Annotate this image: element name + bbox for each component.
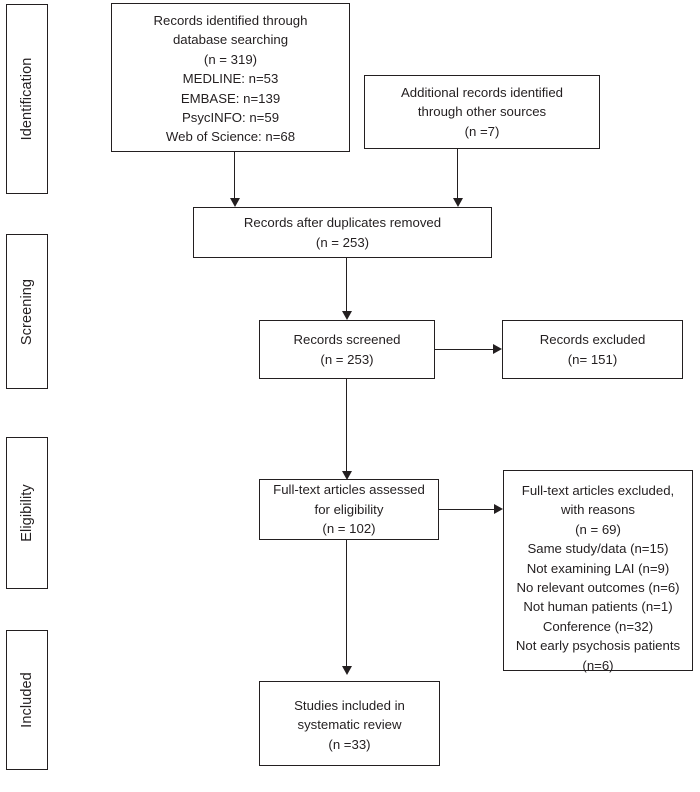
box-records-after-duplicates-removed: Records after duplicates removed (n = 25… [193, 207, 492, 258]
box-line: Full-text articles assessed [273, 482, 425, 498]
arrowhead-fulltext-to-excluded [494, 504, 503, 514]
box-line: PsycINFO: n=59 [181, 110, 280, 126]
box-records-screened: Records screened (n = 253) [259, 320, 435, 379]
box-line: Records after duplicates removed [243, 215, 442, 231]
box-line: Records identified through [153, 13, 308, 28]
box-line: Additional records identified [400, 84, 563, 100]
box-line: (n= 151) [567, 351, 618, 367]
box-studies-included: Studies included in systematic review (n… [259, 681, 440, 766]
stage-label-included: Included [19, 672, 35, 728]
box-line: Not examining LAI (n=9) [526, 560, 670, 576]
connector-duplicates-to-screened [346, 258, 348, 314]
box-line: EMBASE: n=139 [180, 90, 281, 106]
connector-fulltext-to-included [346, 540, 348, 670]
box-line: (n = 253) [320, 351, 374, 367]
arrowhead-screened-to-excluded [493, 344, 502, 354]
box-line: (n = 69) [575, 521, 621, 537]
stage-label-eligibility: Eligibility [19, 484, 35, 542]
box-records-excluded: Records excluded (n= 151) [502, 320, 683, 379]
arrowhead-screened-to-fulltext [341, 471, 352, 480]
box-line: Records screened [293, 332, 401, 348]
box-line: Full-text articles excluded, [521, 483, 675, 498]
box-line: Web of Science: n=68 [165, 129, 296, 145]
connector-database-to-duplicates [234, 152, 236, 200]
arrowhead-other-to-duplicates [452, 198, 463, 207]
box-line: through other sources [417, 104, 547, 120]
box-line: Studies included in [294, 698, 405, 713]
box-line: database searching [172, 32, 289, 48]
box-line: Same study/data (n=15) [527, 541, 669, 557]
connector-other-to-duplicates [457, 149, 459, 200]
stage-label-identification: Identification [19, 57, 35, 141]
box-line: MEDLINE: n=53 [182, 71, 279, 87]
box-additional-records-other-sources: Additional records identified through ot… [364, 75, 600, 149]
box-line: No relevant outcomes (n=6) [516, 580, 680, 596]
box-line: Records excluded [539, 332, 646, 348]
stage-box-included: Included [6, 630, 48, 770]
arrowhead-duplicates-to-screened [341, 311, 352, 320]
box-fulltext-articles-assessed: Full-text articles assessed for eligibil… [259, 479, 439, 540]
box-line: (n = 102) [322, 521, 376, 537]
connector-screened-to-fulltext [346, 379, 348, 475]
stage-box-identification: Identification [6, 4, 48, 194]
box-line: (n =7) [464, 123, 500, 139]
box-fulltext-articles-excluded: Full-text articles excluded, with reason… [503, 470, 693, 673]
connector-fulltext-to-excluded [439, 508, 496, 510]
stage-box-screening: Screening [6, 234, 48, 389]
stage-box-eligibility: Eligibility [6, 437, 48, 589]
stage-label-screening: Screening [19, 278, 35, 345]
box-line: Not early psychosis patients [515, 638, 681, 654]
box-line: (n =33) [328, 736, 371, 752]
box-line: Conference (n=32) [542, 618, 654, 634]
arrowhead-fulltext-to-included [341, 666, 352, 675]
box-line: systematic review [297, 717, 402, 733]
box-line: for eligibility [314, 501, 384, 517]
box-records-identified-database: Records identified through database sear… [111, 3, 350, 152]
box-line: (n=6) [582, 657, 614, 673]
box-line: (n = 319) [203, 51, 258, 67]
box-line: with reasons [560, 502, 636, 518]
arrowhead-database-to-duplicates [229, 198, 240, 207]
box-line: Not human patients (n=1) [523, 599, 673, 615]
box-line: (n = 253) [315, 234, 370, 250]
connector-screened-to-excluded [435, 348, 495, 350]
